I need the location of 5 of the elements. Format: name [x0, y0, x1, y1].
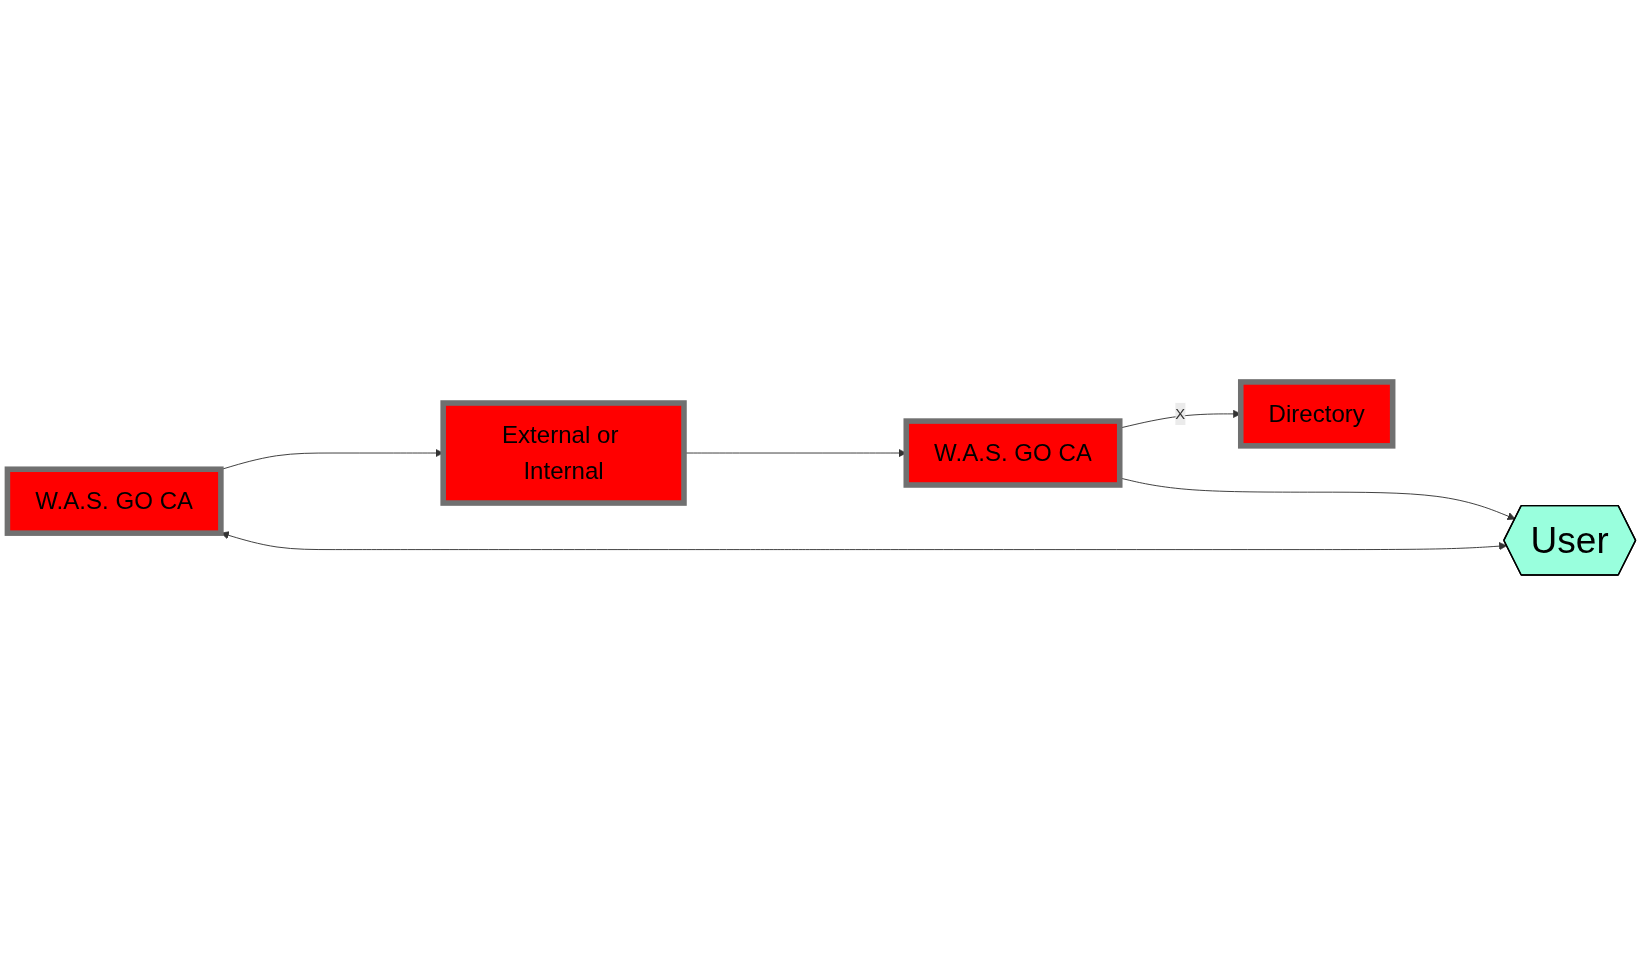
node-box: W.A.S. GO CA — [903, 418, 1123, 488]
node-box: W.A.S. GO CA — [4, 466, 224, 536]
edge-label: X — [1175, 405, 1186, 422]
node-box: External or Internal — [440, 400, 687, 506]
node-box: Directory — [1238, 379, 1396, 449]
